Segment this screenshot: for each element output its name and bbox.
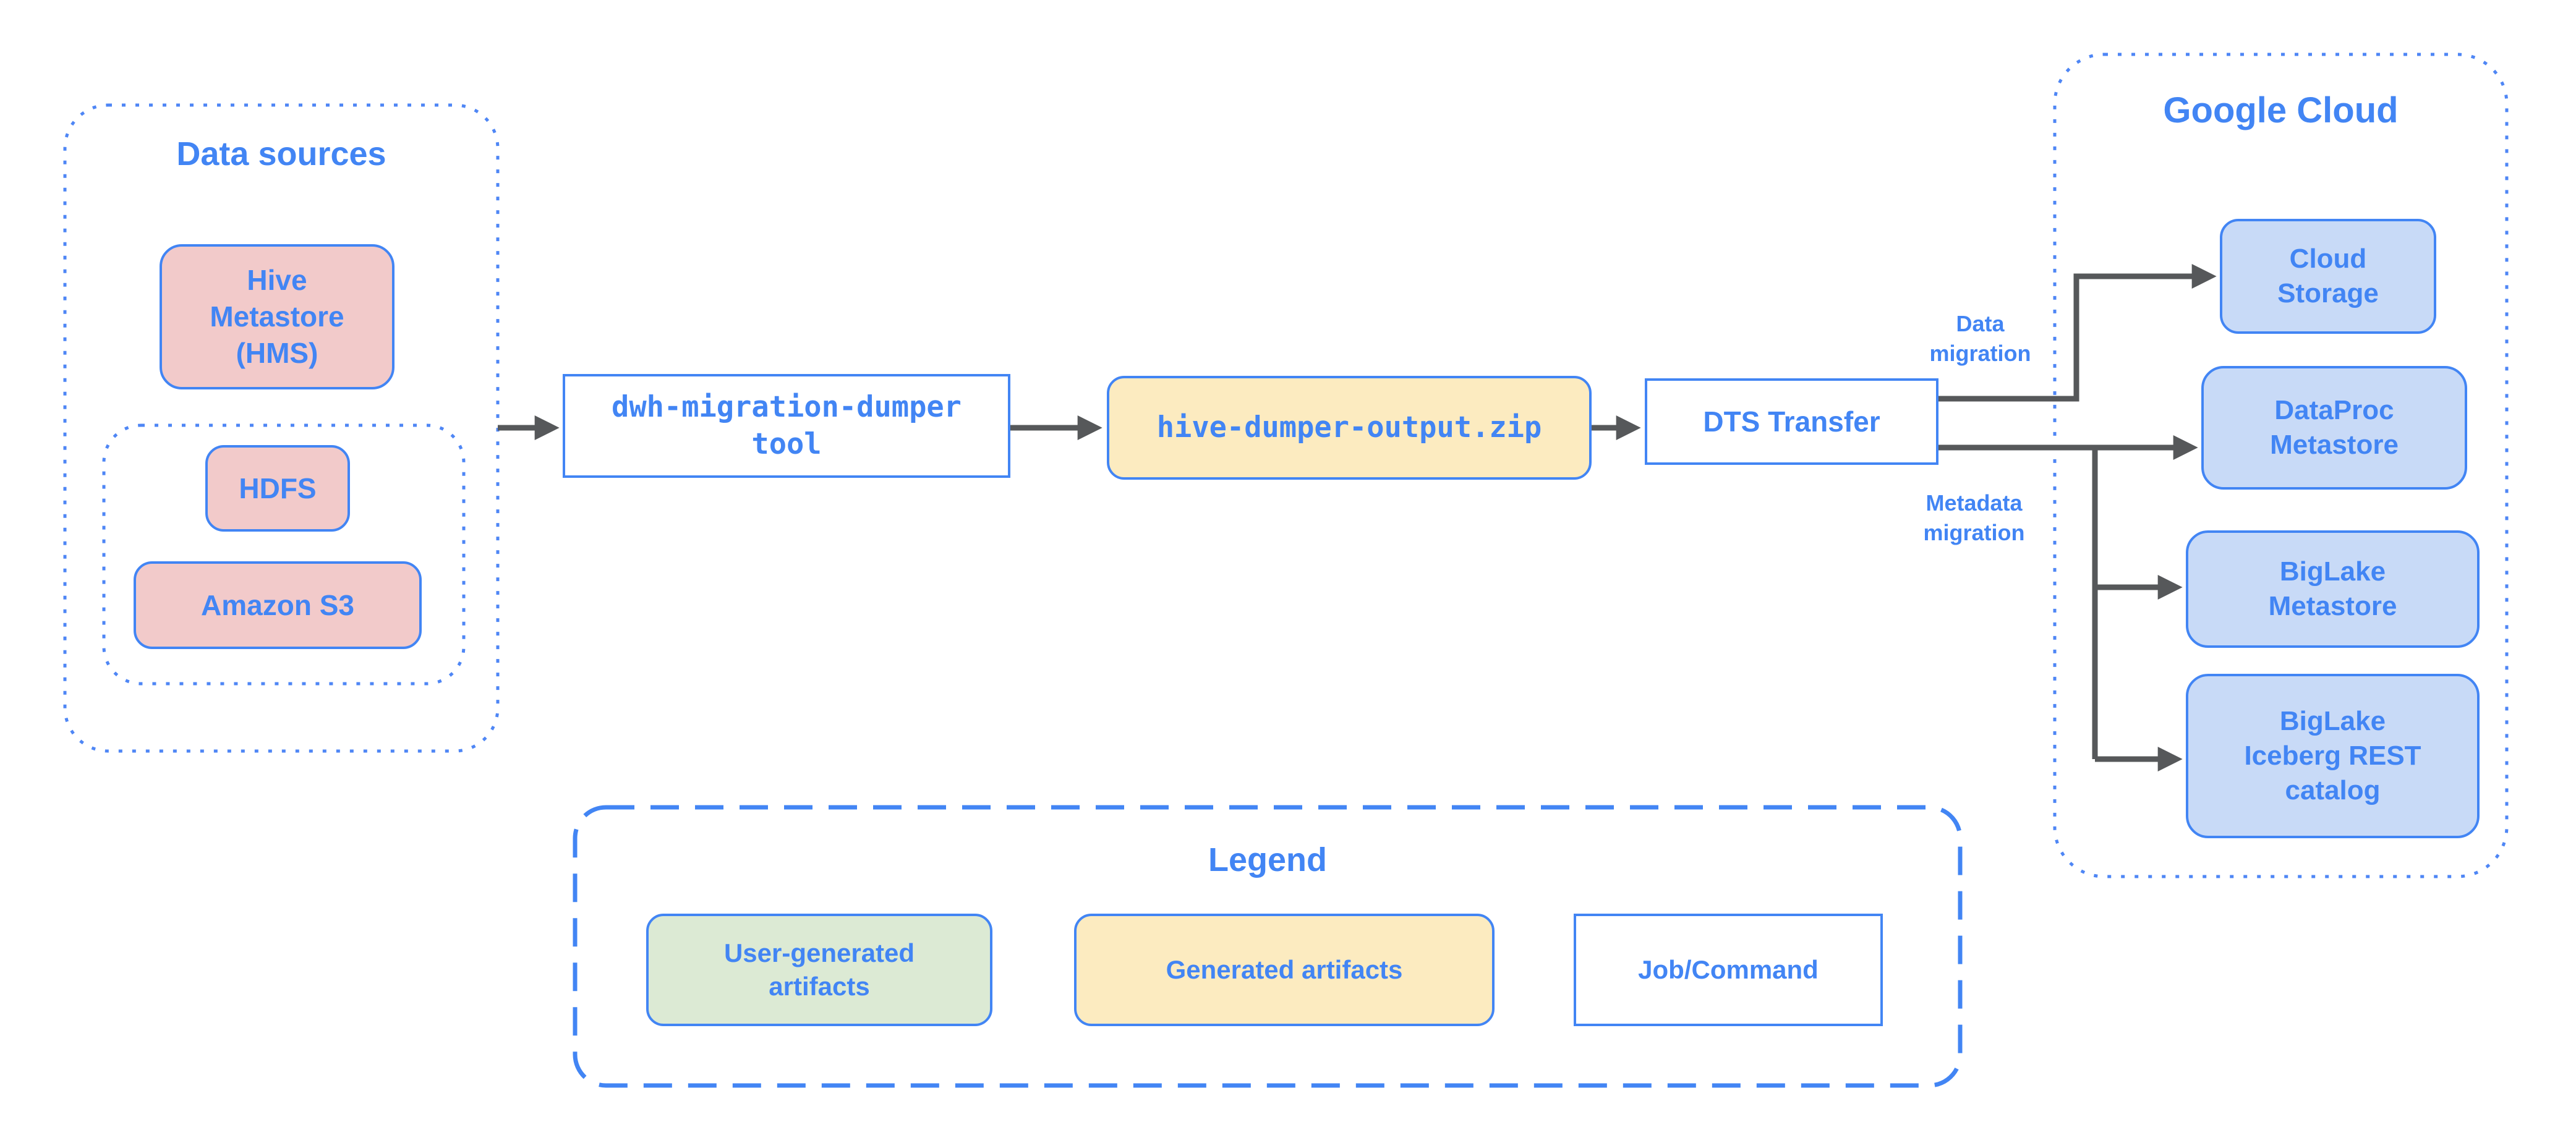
dwh-migration-dumper-node: dwh-migration-dumper tool: [563, 374, 1010, 478]
legend-job-command-node: Job/Command: [1574, 914, 1883, 1026]
dts-transfer-node: DTS Transfer: [1645, 378, 1938, 465]
legend-job-command-label: Job/Command: [1638, 955, 1819, 985]
biglake-iceberg-label: BigLake Iceberg REST catalog: [2244, 705, 2421, 806]
amazon-s3-node: Amazon S3: [134, 561, 422, 649]
hdfs-label: HDFS: [239, 472, 317, 504]
legend-generated-label: Generated artifacts: [1166, 955, 1403, 985]
dataproc-metastore-node: DataProc Metastore: [2201, 366, 2467, 490]
data-sources-title: Data sources: [176, 135, 386, 172]
legend-user-generated-label: User-generated artifacts: [723, 938, 915, 1001]
legend-title: Legend: [1208, 841, 1327, 878]
legend-user-generated-node: User-generated artifacts: [646, 914, 992, 1026]
hive-dumper-output-node: hive-dumper-output.zip: [1107, 376, 1592, 480]
legend-generated-node: Generated artifacts: [1074, 914, 1495, 1026]
amazon-s3-label: Amazon S3: [201, 588, 354, 621]
hdfs-node: HDFS: [205, 445, 350, 532]
data-migration-edge-label: Data migration: [1929, 311, 2031, 366]
data-sources-container-border: [63, 103, 500, 753]
hive-metastore-label: Hive Metastore (HMS): [210, 264, 344, 369]
biglake-iceberg-node: BigLake Iceberg REST catalog: [2186, 674, 2480, 838]
biglake-metastore-node: BigLake Metastore: [2186, 530, 2480, 648]
dataproc-metastore-label: DataProc Metastore: [2270, 394, 2399, 460]
hive-dumper-output-label: hive-dumper-output.zip: [1156, 410, 1542, 444]
cloud-storage-label: Cloud Storage: [2277, 243, 2379, 308]
metadata-migration-edge-label: Metadata migration: [1923, 490, 2025, 545]
dwh-migration-dumper-label: dwh-migration-dumper tool: [612, 389, 962, 461]
biglake-metastore-label: BigLake Metastore: [2268, 556, 2397, 621]
hive-metastore-node: Hive Metastore (HMS): [160, 244, 395, 389]
dts-transfer-label: DTS Transfer: [1703, 405, 1880, 438]
cloud-storage-node: Cloud Storage: [2220, 219, 2436, 334]
google-cloud-title: Google Cloud: [2163, 90, 2399, 130]
